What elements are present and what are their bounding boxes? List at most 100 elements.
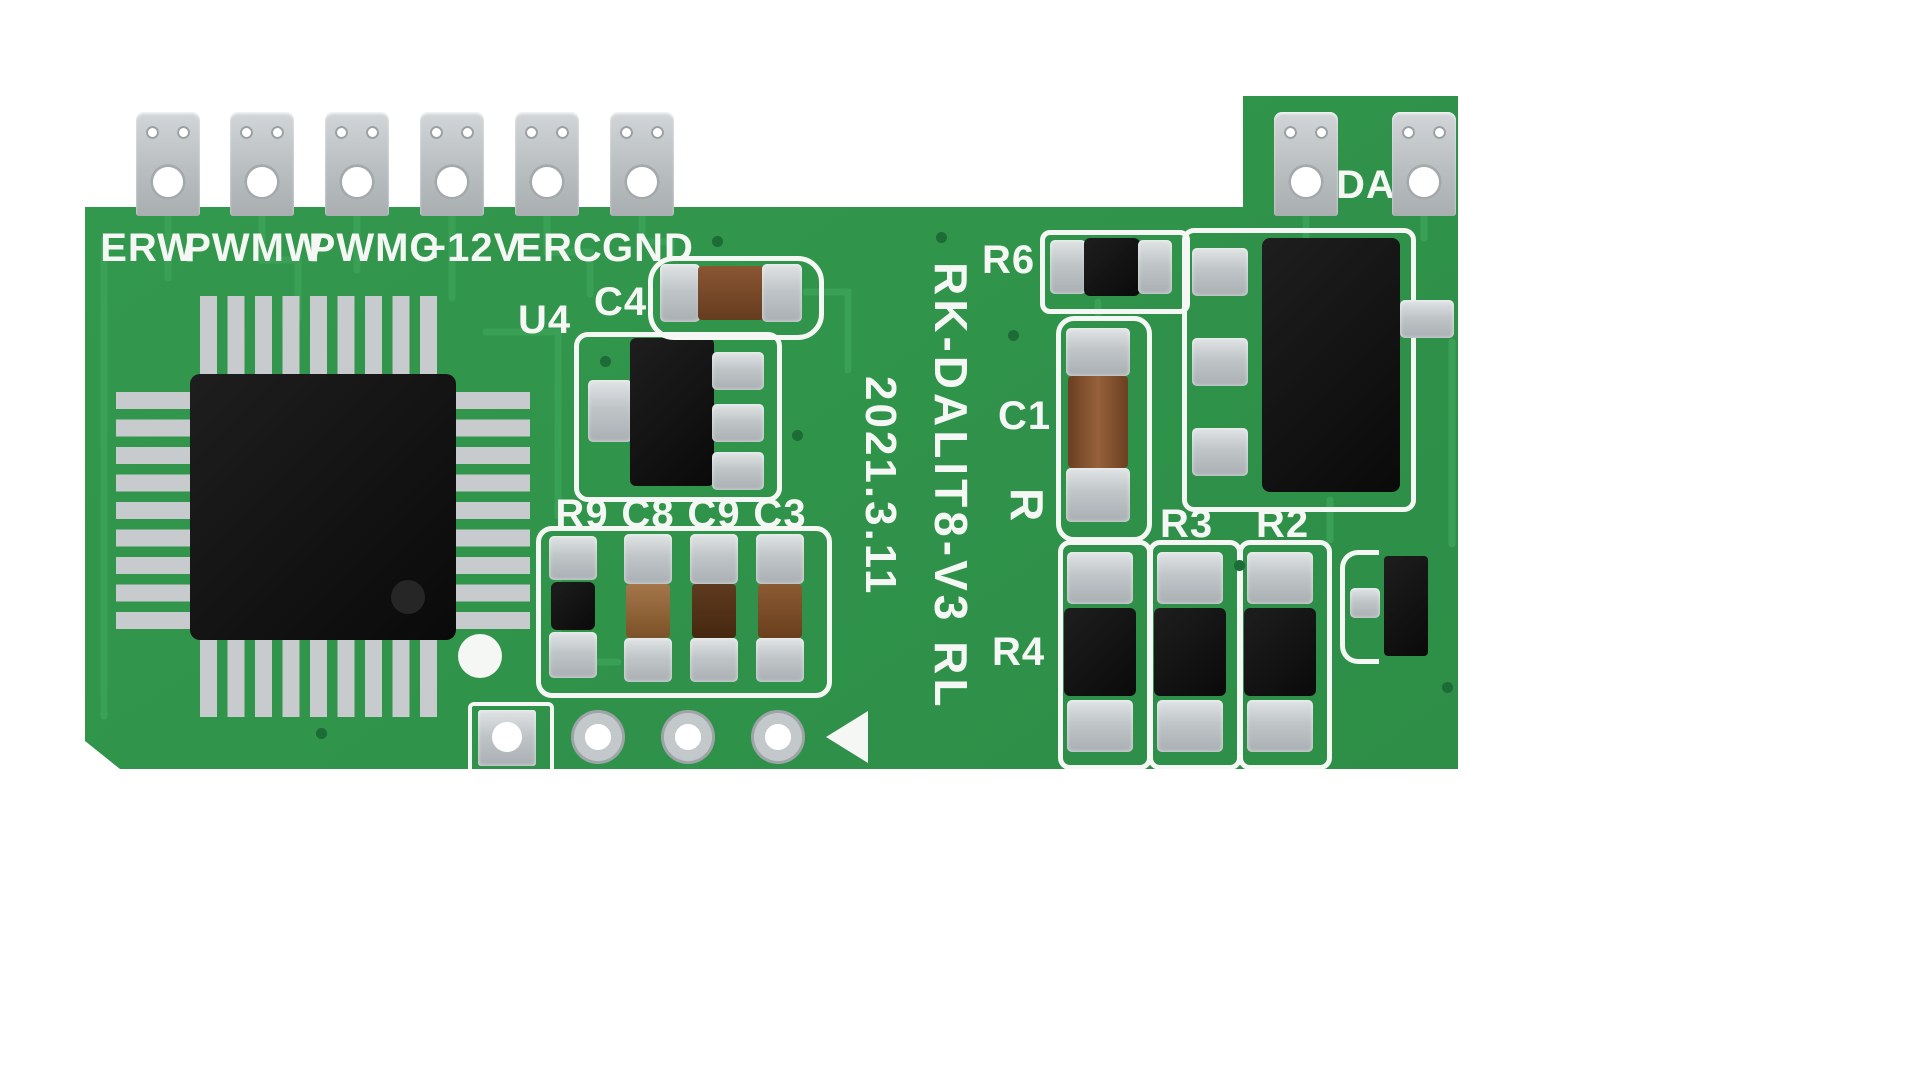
label-r2: R2 bbox=[1256, 502, 1310, 546]
label-c4: C4 bbox=[594, 280, 648, 324]
power-ic-pad-2 bbox=[1192, 338, 1248, 386]
c9-body bbox=[692, 584, 736, 638]
tab-hole-small bbox=[146, 126, 159, 139]
label-plus12v: +12V bbox=[422, 226, 522, 270]
r9-pad-top bbox=[549, 536, 597, 580]
connector-tab-da-1 bbox=[1274, 112, 1338, 216]
u4-lead-1 bbox=[712, 352, 764, 390]
power-ic-outline bbox=[1182, 228, 1416, 512]
r3-pad-top bbox=[1157, 552, 1223, 604]
r6-body bbox=[1084, 238, 1140, 296]
tab-hole-small bbox=[1402, 126, 1415, 139]
qfp-pins-bottom bbox=[200, 637, 446, 717]
connector-tab-erw bbox=[136, 112, 200, 216]
c9-pad-bottom bbox=[690, 638, 738, 682]
through-hole-2 bbox=[661, 710, 715, 764]
through-hole-3 bbox=[751, 710, 805, 764]
label-r3: R3 bbox=[1160, 502, 1214, 546]
r9-body bbox=[551, 582, 595, 630]
c8-pad-bottom bbox=[624, 638, 672, 682]
c3-pad-top bbox=[756, 534, 804, 584]
c1-body bbox=[1068, 376, 1128, 468]
u4-lead-2 bbox=[712, 404, 764, 442]
r3-body bbox=[1154, 608, 1226, 696]
rc-group-outline bbox=[536, 526, 832, 698]
via-dot bbox=[316, 728, 327, 739]
r2-pad-bottom bbox=[1247, 700, 1313, 752]
tab-hole-small bbox=[335, 126, 348, 139]
power-ic-pad-3 bbox=[1192, 428, 1248, 476]
qfp-pins-top bbox=[200, 296, 446, 376]
power-ic-pad-1 bbox=[1192, 248, 1248, 296]
r6-pad-left bbox=[1050, 240, 1086, 294]
c4-outline bbox=[648, 256, 824, 340]
r3-pad-bottom bbox=[1157, 700, 1223, 752]
c1-pad-bottom bbox=[1066, 468, 1130, 522]
u4-tab-pad bbox=[588, 380, 632, 442]
square-pad-outline bbox=[468, 702, 554, 769]
c9-pad-top bbox=[690, 534, 738, 584]
c3-body bbox=[758, 584, 802, 638]
tab-hole-small bbox=[177, 126, 190, 139]
label-r-rotated: R bbox=[1001, 488, 1053, 522]
tab-hole-small bbox=[430, 126, 443, 139]
tab-hole-small bbox=[620, 126, 633, 139]
label-gnd: GND bbox=[602, 226, 694, 270]
c1-pad-top bbox=[1066, 328, 1130, 376]
connector-tab-12v bbox=[420, 112, 484, 216]
triangle-marker bbox=[826, 711, 868, 763]
label-c1: C1 bbox=[998, 394, 1052, 438]
tab-hole-small bbox=[240, 126, 253, 139]
qfp-chip-body bbox=[190, 374, 456, 640]
qfp-pins-right bbox=[450, 392, 530, 638]
tab-hole-small bbox=[556, 126, 569, 139]
label-pwmc: PWMC bbox=[308, 226, 440, 270]
tab-hole-large bbox=[150, 164, 186, 200]
tab-hole-small bbox=[651, 126, 664, 139]
connector-tab-pwmc bbox=[325, 112, 389, 216]
label-erc: ERC bbox=[515, 226, 603, 270]
c3-pad-bottom bbox=[756, 638, 804, 682]
via-dot bbox=[712, 236, 723, 247]
date-marking: 2021.3.11 bbox=[856, 376, 905, 597]
label-r6: R6 bbox=[982, 238, 1036, 282]
label-erw: ERW bbox=[100, 226, 196, 270]
transistor-body bbox=[1384, 556, 1428, 656]
r6-pad-right bbox=[1138, 240, 1172, 294]
square-pad-hole bbox=[492, 722, 522, 752]
r2-body bbox=[1244, 608, 1316, 696]
connector-tab-gnd bbox=[610, 112, 674, 216]
tab-hole-small bbox=[1315, 126, 1328, 139]
silkscreen-dot bbox=[458, 634, 502, 678]
r4-body bbox=[1064, 608, 1136, 696]
transistor-outline bbox=[1340, 550, 1379, 664]
tab-hole-large bbox=[529, 164, 565, 200]
label-r4: R4 bbox=[992, 630, 1046, 674]
via-dot bbox=[936, 232, 947, 243]
u4-lead-3 bbox=[712, 452, 764, 490]
connector-tab-erc bbox=[515, 112, 579, 216]
via-dot bbox=[600, 356, 611, 367]
power-ic-body bbox=[1262, 238, 1400, 492]
model-marking: RK-DALIT8-V3 RL bbox=[925, 262, 977, 711]
via-dot bbox=[1008, 330, 1019, 341]
tab-hole-large bbox=[1288, 164, 1324, 200]
tab-hole-small bbox=[366, 126, 379, 139]
label-pwmw: PWMW bbox=[184, 226, 324, 270]
via-dot bbox=[1442, 682, 1453, 693]
c8-pad-top bbox=[624, 534, 672, 584]
r6-outline bbox=[1040, 230, 1190, 314]
label-u4: U4 bbox=[518, 298, 572, 342]
c1-outline bbox=[1056, 316, 1152, 542]
tab-hole-large bbox=[624, 164, 660, 200]
r2-pad-top bbox=[1247, 552, 1313, 604]
r2-outline bbox=[1238, 540, 1332, 769]
through-hole-1 bbox=[571, 710, 625, 764]
via-dot bbox=[1234, 560, 1245, 571]
r9-pad-bottom bbox=[549, 632, 597, 678]
tab-hole-large bbox=[434, 164, 470, 200]
c4-end-left bbox=[660, 264, 700, 322]
tab-hole-large bbox=[1406, 164, 1442, 200]
qfp-pins-left bbox=[116, 392, 196, 638]
tab-hole-small bbox=[1284, 126, 1297, 139]
